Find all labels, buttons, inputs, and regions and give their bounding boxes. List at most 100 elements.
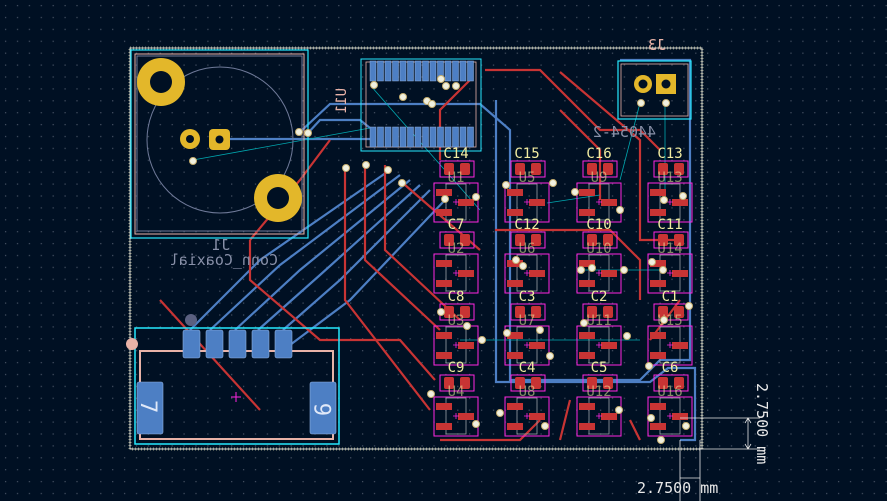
ic-ref-label: U11 [586, 313, 611, 329]
via [662, 99, 670, 107]
cap-pad [444, 306, 454, 318]
via [620, 266, 628, 274]
ic-pad [429, 126, 437, 148]
cap-pad [587, 163, 597, 175]
ic-pad [414, 60, 422, 82]
ic-pad [377, 126, 384, 148]
cap-pad [674, 234, 684, 246]
footprint-j1[interactable]: Conn_Coaxial J1 [130, 49, 309, 269]
ic-pad [414, 126, 422, 148]
vias [189, 75, 693, 444]
via [478, 336, 486, 344]
capacitor-ref-label: C13 [657, 146, 682, 162]
component-grid: C14U1C15U5C16U9C13U13C7U2C12U6C10U10C11U… [433, 146, 693, 437]
via [463, 322, 471, 330]
j3-ref-label: J3 [648, 36, 666, 54]
via [648, 258, 656, 266]
cap-pad [531, 306, 541, 318]
ic-pad [467, 126, 474, 148]
via [437, 75, 445, 83]
via [588, 264, 596, 272]
via [660, 196, 668, 204]
ic-ref-label: U12 [586, 384, 611, 400]
ic-ref-label: U6 [519, 241, 536, 257]
via [536, 326, 544, 334]
capacitor-ref-label: C5 [591, 360, 608, 376]
ic-ref-label: U16 [657, 384, 682, 400]
cap-pad [658, 377, 668, 389]
cap-pad [603, 377, 613, 389]
ic-pad [369, 126, 377, 148]
via [502, 181, 510, 189]
footprint-bottom-connector[interactable]: 7 6 [126, 314, 340, 445]
cap-pad [460, 377, 470, 389]
capacitor-ref-label: C2 [591, 289, 608, 305]
ic-pad [452, 126, 459, 148]
capacitor-ref-label: C10 [586, 217, 611, 233]
capacitor-ref-label: C7 [448, 217, 465, 233]
capacitor-ref-label: C1 [662, 289, 679, 305]
cap-pad [674, 163, 684, 175]
footprint-u11-back[interactable]: U11 [334, 58, 482, 152]
horizontal-dimension-label: 2.7500 mm [637, 479, 718, 497]
cap-pad [460, 234, 470, 246]
cap-pad [460, 306, 470, 318]
ic-pad [384, 126, 392, 148]
ic-ref-label: U1 [448, 170, 465, 186]
cap-pad [587, 306, 597, 318]
capacitor-ref-label: C11 [657, 217, 682, 233]
cap-pad [603, 306, 613, 318]
via [685, 302, 693, 310]
ic-pad [422, 126, 429, 148]
via [660, 316, 668, 324]
via [304, 129, 312, 137]
cap-pad [603, 163, 613, 175]
ic-ref-label: U5 [519, 170, 536, 186]
ic-pad [459, 60, 467, 82]
via [362, 161, 370, 169]
via [384, 166, 392, 174]
capacitor-ref-label: C16 [586, 146, 611, 162]
via [503, 329, 511, 337]
capacitor-ref-label: C4 [519, 360, 536, 376]
via [427, 390, 435, 398]
ic-pad [459, 126, 467, 148]
ic-pad [407, 60, 414, 82]
via [437, 308, 445, 316]
cap-pad [587, 377, 597, 389]
via [428, 100, 436, 108]
ic-pad [392, 126, 399, 148]
ic-pad [467, 60, 474, 82]
via [472, 193, 480, 201]
cap-pad [674, 306, 684, 318]
ic-ref-label: U13 [657, 170, 682, 186]
ic-pad [377, 60, 384, 82]
via [472, 420, 480, 428]
via [647, 414, 655, 422]
via [399, 93, 407, 101]
j3-value-label: 44054-2 [593, 123, 656, 141]
via [295, 128, 303, 136]
footprint-j3[interactable]: J3 44054-2 [593, 36, 692, 141]
ic-pad [384, 60, 392, 82]
ic-ref-label: U7 [519, 313, 536, 329]
via [442, 82, 450, 90]
ic-ref-label: U14 [657, 241, 682, 257]
capacitor-ref-label: C12 [514, 217, 539, 233]
